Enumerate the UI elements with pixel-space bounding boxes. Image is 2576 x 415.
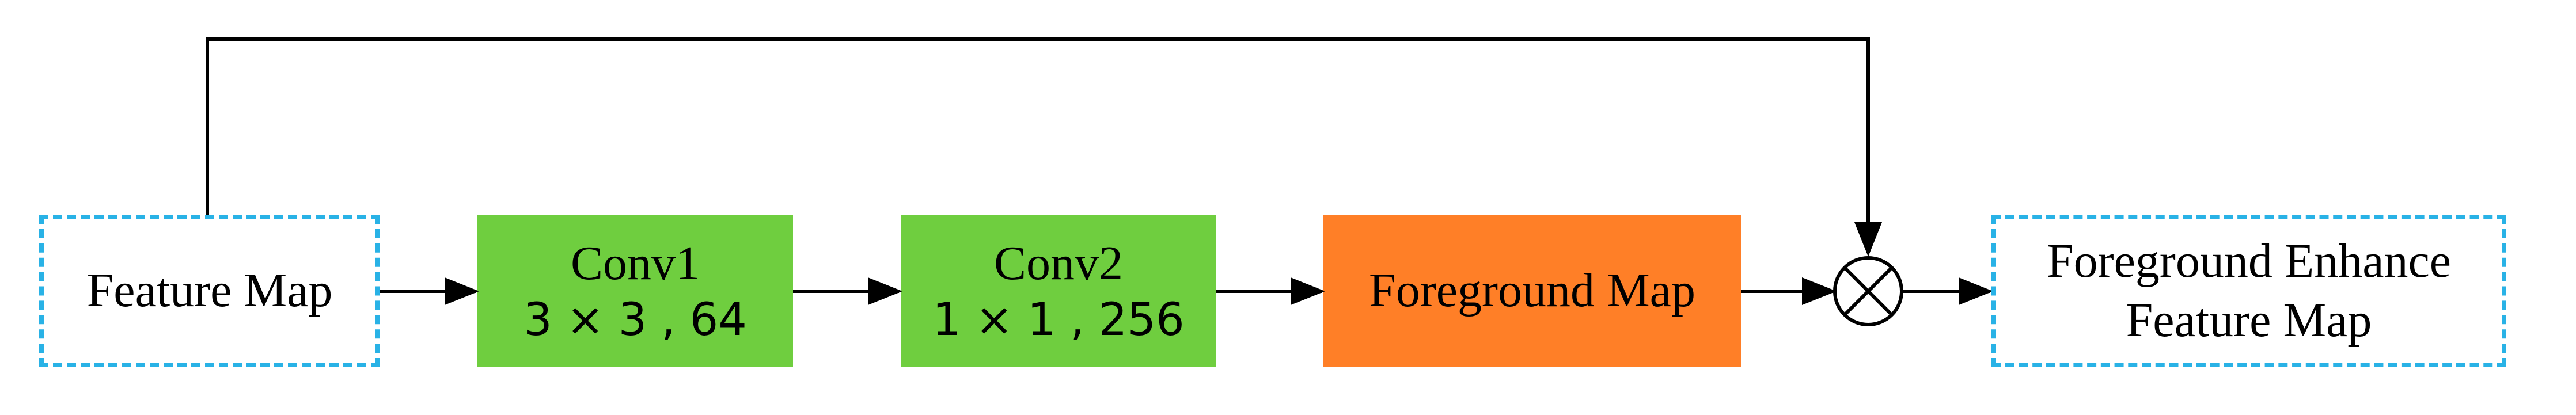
- foreground-map-block: [1323, 215, 1741, 367]
- conv1-params: 3 × 3 , 64: [523, 294, 747, 347]
- skip-connection: [206, 37, 1882, 257]
- feature-map-label: Feature Map: [86, 264, 333, 318]
- conv2-label: Conv2: [993, 236, 1124, 290]
- feature-map-node: Feature Map: [39, 215, 380, 367]
- output-label-line2: Feature Map: [2126, 293, 2372, 347]
- conv1-block: [477, 215, 793, 367]
- output-node: Foreground Enhance Feature Map: [1991, 215, 2506, 367]
- conv1-node: Conv1 3 × 3 , 64: [477, 215, 793, 367]
- foreground-map-label: Foreground Map: [1369, 264, 1695, 318]
- output-label-line1: Foreground Enhance: [2046, 234, 2452, 288]
- multiply-operator-icon: [1833, 256, 1903, 326]
- conv1-label: Conv1: [570, 236, 700, 290]
- conv2-block: [901, 215, 1216, 367]
- foreground-map-node: Foreground Map: [1323, 215, 1741, 367]
- conv2-node: Conv2 1 × 1 , 256: [901, 215, 1216, 367]
- conv2-params: 1 × 1 , 256: [932, 294, 1185, 347]
